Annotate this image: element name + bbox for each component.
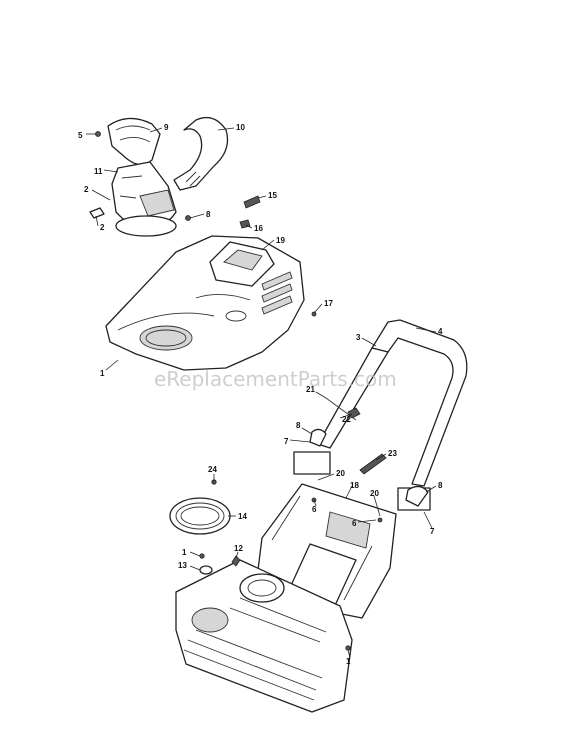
callout-11: 11 <box>94 167 103 176</box>
upper-handle-4 <box>371 319 468 487</box>
callout-8-chute: 8 <box>206 210 211 219</box>
deflector-9 <box>107 117 161 166</box>
chute-deflector-assembly <box>89 116 229 237</box>
callout-22: 22 <box>342 415 351 424</box>
callout-20-right: 20 <box>370 489 379 498</box>
callout-10: 10 <box>236 123 245 132</box>
callout-9: 9 <box>164 123 169 132</box>
callout-19: 19 <box>276 236 285 245</box>
callout-1-belt: 1 <box>182 548 187 557</box>
callout-12: 12 <box>234 544 243 553</box>
handle-10 <box>173 116 229 191</box>
callout-17: 17 <box>324 299 333 308</box>
callout-8-handle-left: 8 <box>296 421 301 430</box>
callout-7-right: 7 <box>430 527 435 536</box>
callout-4: 4 <box>438 327 443 336</box>
handle-assembly <box>293 319 468 511</box>
callout-2-upper: 2 <box>84 185 89 194</box>
callout-14: 14 <box>238 512 247 521</box>
callout-24: 24 <box>208 465 217 474</box>
callout-3: 3 <box>356 333 361 342</box>
callout-18: 18 <box>350 481 359 490</box>
watermark: eReplacementParts.com <box>154 367 397 391</box>
leader-lines <box>86 127 437 659</box>
callout-2-lower: 2 <box>100 223 105 232</box>
callout-1-housing: 1 <box>346 657 351 666</box>
callout-13: 13 <box>178 561 187 570</box>
callout-6-left: 6 <box>312 505 317 514</box>
lower-housing <box>169 479 397 713</box>
callout-5: 5 <box>78 131 83 140</box>
callout-7-left: 7 <box>284 437 289 446</box>
top-cover-shroud <box>105 195 317 371</box>
callout-16: 16 <box>254 224 263 233</box>
callout-15: 15 <box>268 191 277 200</box>
callout-8-handle-right: 8 <box>438 481 443 490</box>
callout-labels: 5 9 10 11 2 2 8 15 16 19 17 1 3 4 21 22 … <box>78 123 443 666</box>
callout-20-left: 20 <box>336 469 345 478</box>
callout-21: 21 <box>306 385 315 394</box>
callout-1-shroud: 1 <box>100 369 105 378</box>
callout-23: 23 <box>388 449 397 458</box>
callout-6-right: 6 <box>352 519 357 528</box>
